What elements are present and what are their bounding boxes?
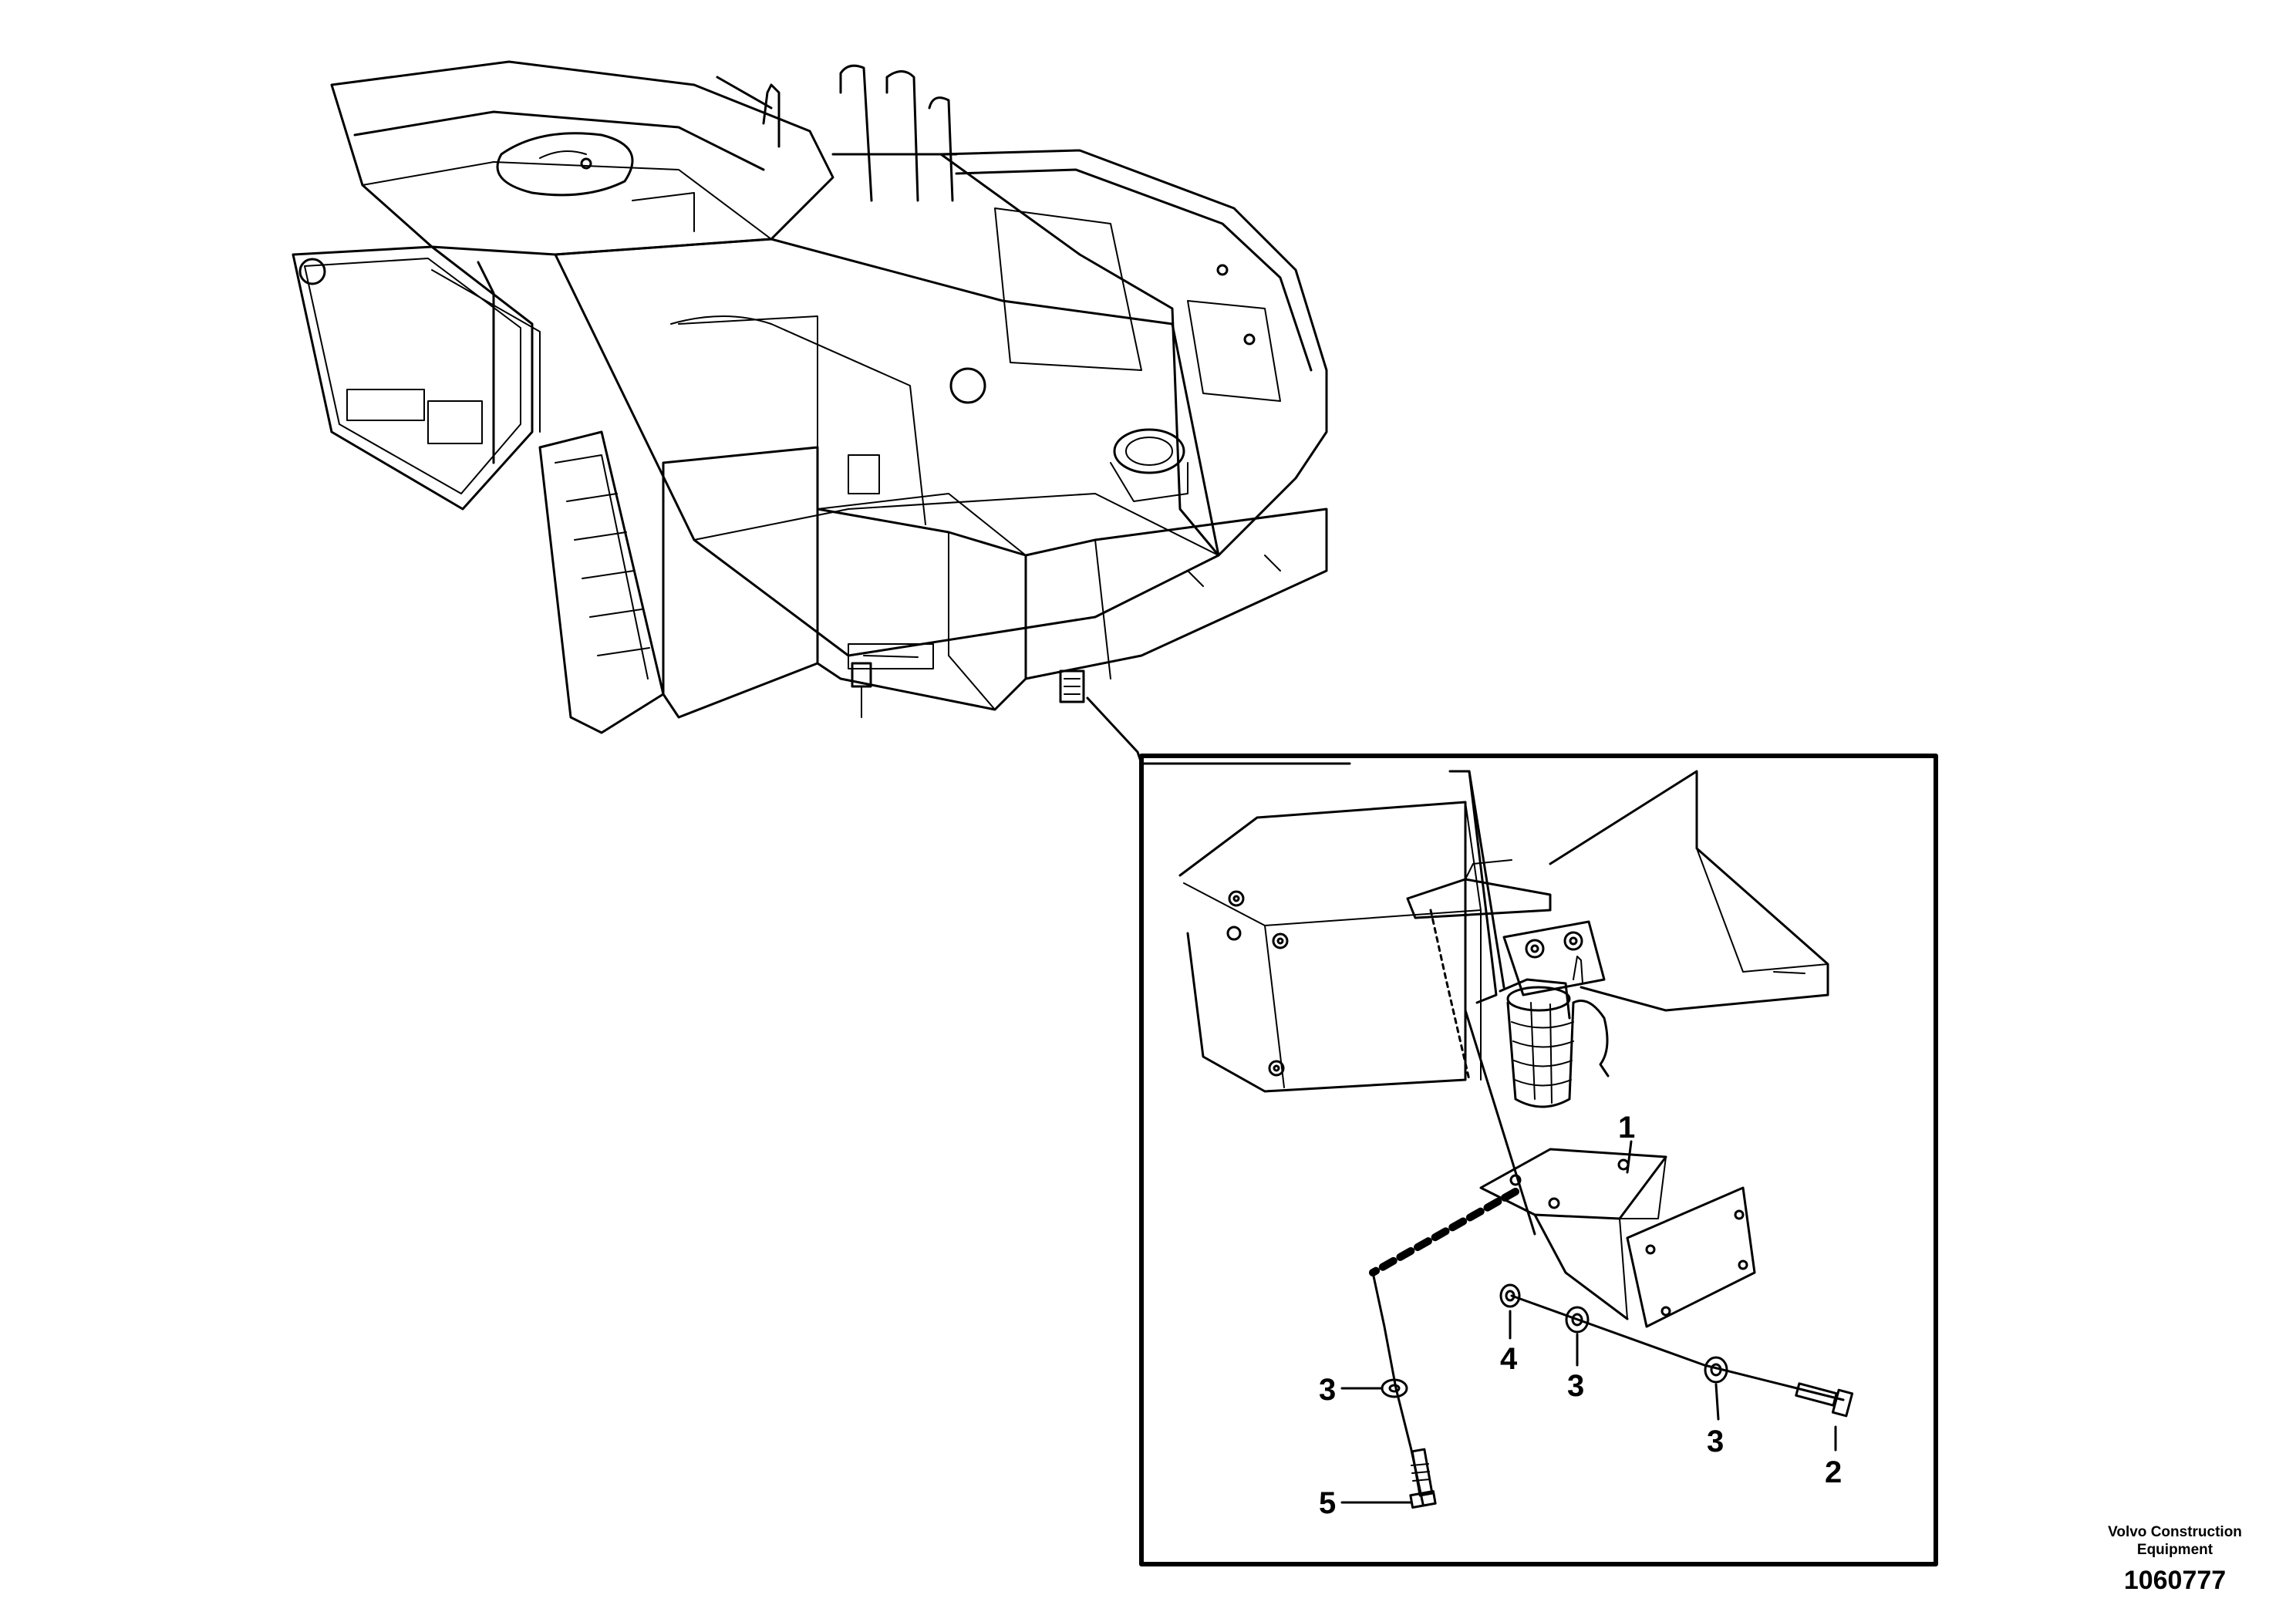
callout-item-1: 1 [1618,1111,1635,1145]
callout-item-2: 2 [1825,1455,1842,1489]
document-number: 1060777 [2123,1566,2227,1595]
brand-line-2: Equipment [2136,1542,2213,1558]
callout-item-3: 3 [1319,1373,1336,1407]
callout-item-4: 4 [1500,1342,1518,1376]
detail-view-illustration [1178,770,1854,1509]
callout-item-3: 3 [1707,1425,1724,1458]
detail-view-frame [1139,754,1938,1566]
machine-frame-illustration [292,60,1328,734]
brand-label: Volvo Construction Equipment [2082,1523,2267,1559]
brand-line-1: Volvo Construction [2108,1524,2242,1540]
callout-item-5: 5 [1319,1486,1336,1520]
callout-item-3: 3 [1567,1369,1584,1403]
